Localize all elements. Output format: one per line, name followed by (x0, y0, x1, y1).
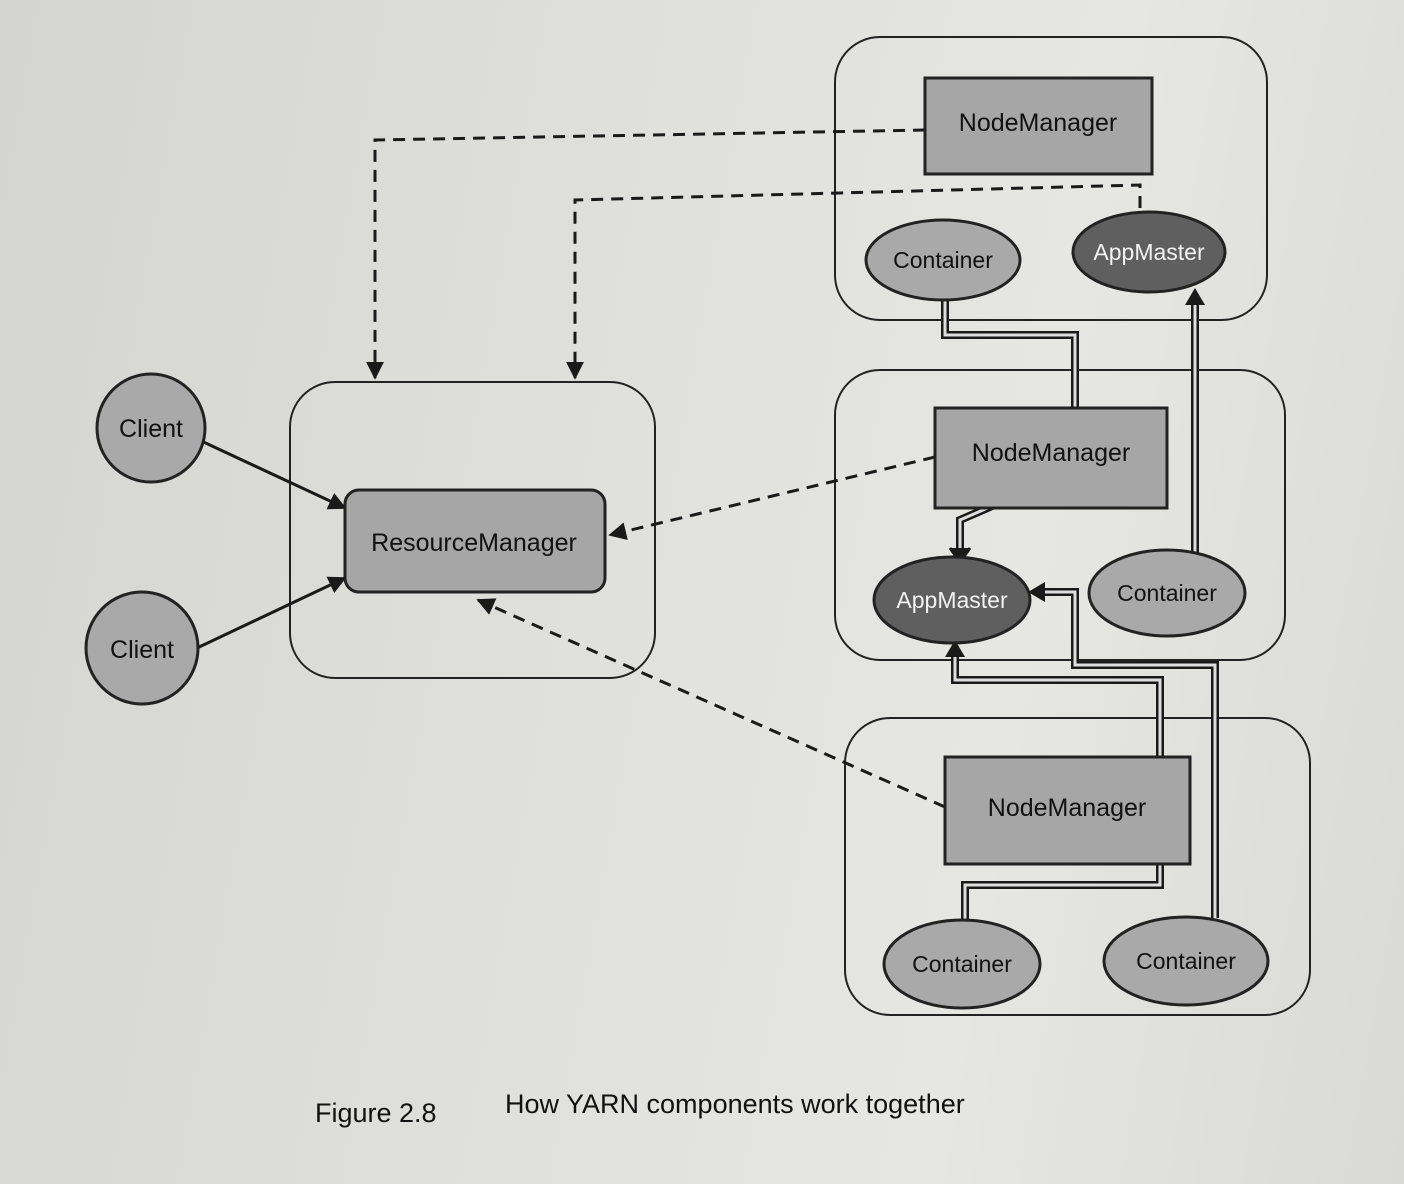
container-3b: Container (1102, 915, 1270, 1007)
node-region-1 (834, 36, 1268, 321)
node-region-2 (834, 369, 1286, 661)
node-manager-1: NodeManager (923, 76, 1154, 176)
container-2-label: Container (1117, 580, 1217, 606)
resource-manager-region (289, 381, 656, 679)
node-manager-1-label: NodeManager (959, 109, 1117, 137)
client2-to-rm-arrow (196, 576, 347, 650)
container-3a: Container (882, 918, 1042, 1010)
node-manager-2: NodeManager (933, 406, 1169, 510)
resource-manager-label: ResourceManager (371, 529, 577, 557)
container-1: Container (864, 218, 1022, 302)
resource-manager-box: ResourceManager (343, 488, 607, 594)
figure-title: How YARN components work together (505, 1089, 965, 1119)
container-3b-label: Container (1136, 948, 1236, 974)
client-1-label: Client (119, 415, 183, 443)
appmaster-1-label: AppMaster (1093, 239, 1205, 265)
node-manager-3: NodeManager (943, 755, 1192, 866)
node-manager-2-label: NodeManager (972, 439, 1130, 467)
client-2: Client (84, 590, 200, 706)
appmaster-1: AppMaster (1071, 210, 1227, 294)
nm3-to-rm-dashed (476, 598, 946, 809)
client1-to-rm-arrow (181, 430, 347, 510)
node-region-3 (844, 717, 1311, 1016)
am1-to-rm-dashed (566, 183, 1142, 380)
node-manager-3-label: NodeManager (988, 794, 1146, 822)
client-2-label: Client (110, 636, 174, 664)
figure-number: Figure 2.8 (315, 1098, 437, 1128)
container-3a-label: Container (912, 951, 1012, 977)
appmaster-2-label: AppMaster (896, 587, 1008, 613)
container-1-label: Container (893, 247, 993, 273)
nm1-to-rm-dashed (366, 128, 926, 380)
appmaster-2: AppMaster (872, 555, 1032, 645)
container-2: Container (1087, 548, 1247, 638)
container3b-to-appmaster2-link (1040, 588, 1219, 918)
client-1: Client (95, 372, 207, 484)
nm2-to-rm-dashed (608, 455, 936, 540)
